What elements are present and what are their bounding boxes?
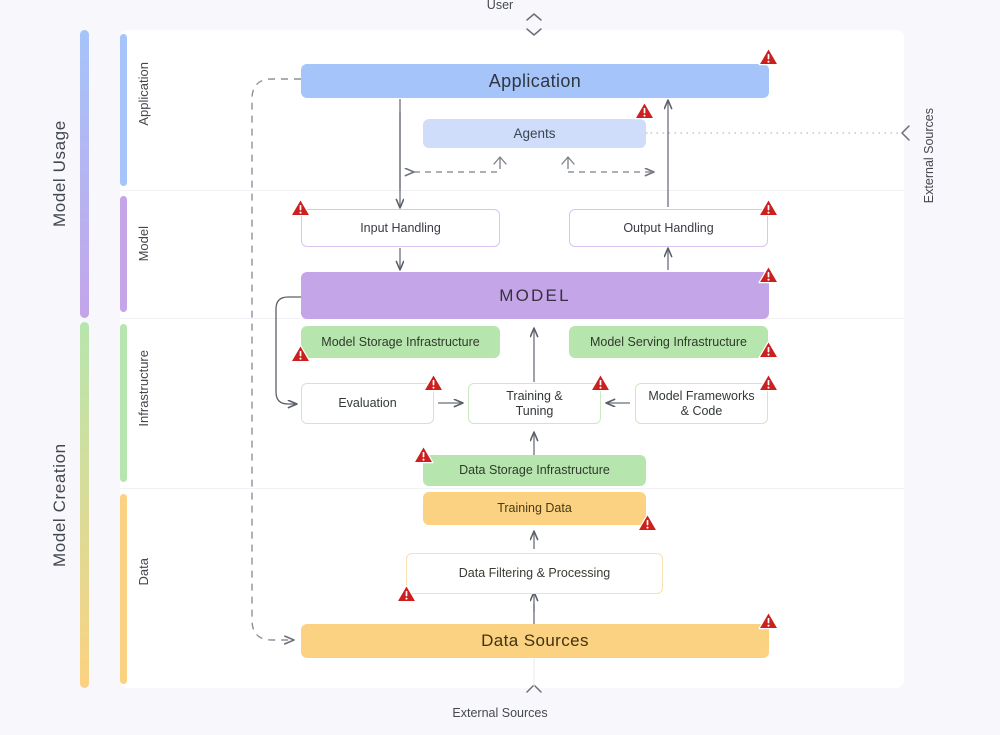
lane-label-application: Application: [136, 62, 151, 126]
warning-triangle-icon[interactable]: [290, 198, 311, 217]
node-data-filtering-and-processing[interactable]: Data Filtering & Processing: [406, 553, 663, 594]
lane-bar-model: [120, 196, 127, 312]
group-bar-model-usage: [80, 30, 89, 318]
warning-triangle-icon[interactable]: [758, 265, 779, 284]
node-training-and-tuning-line2: Tuning: [515, 403, 554, 418]
endpoint-label-external-sources-bottom: External Sources: [452, 706, 548, 720]
endpoint-label-external-sources-right: External Sources: [922, 108, 936, 204]
node-data-storage-infrastructure[interactable]: Data Storage Infrastructure: [423, 455, 646, 486]
group-label-model-creation: Model Creation: [50, 443, 69, 567]
warning-triangle-icon[interactable]: [758, 373, 779, 392]
node-model-frameworks-line2: & Code: [680, 403, 723, 418]
node-agents[interactable]: Agents: [423, 119, 646, 148]
node-model-frameworks-line1: Model Frameworks: [648, 389, 755, 404]
lane-bar-data: [120, 494, 127, 684]
node-evaluation[interactable]: Evaluation: [301, 383, 434, 424]
warning-triangle-icon[interactable]: [590, 373, 611, 392]
group-bar-model-creation: [80, 322, 89, 688]
node-training-and-tuning[interactable]: Training & Tuning: [468, 383, 601, 424]
row-separator-application-model: [120, 190, 904, 191]
node-training-data[interactable]: Training Data: [423, 492, 646, 525]
lane-bar-infrastructure: [120, 324, 127, 482]
warning-triangle-icon[interactable]: [423, 373, 444, 392]
node-model-frameworks-and-code[interactable]: Model Frameworks & Code: [635, 383, 768, 424]
node-application[interactable]: Application: [301, 64, 769, 98]
warning-triangle-icon[interactable]: [413, 445, 434, 464]
group-label-model-usage: Model Usage: [50, 120, 69, 228]
lane-bar-application: [120, 34, 127, 186]
warning-triangle-icon[interactable]: [758, 611, 779, 630]
node-model-storage-infrastructure[interactable]: Model Storage Infrastructure: [301, 326, 500, 358]
node-output-handling[interactable]: Output Handling: [569, 209, 768, 247]
warning-triangle-icon[interactable]: [758, 47, 779, 66]
endpoint-label-user: User: [486, 0, 514, 12]
lane-label-infrastructure: Infrastructure: [136, 350, 151, 427]
warning-triangle-icon[interactable]: [637, 513, 658, 532]
warning-triangle-icon[interactable]: [758, 198, 779, 217]
warning-triangle-icon[interactable]: [758, 340, 779, 359]
node-input-handling[interactable]: Input Handling: [301, 209, 500, 247]
warning-triangle-icon[interactable]: [290, 344, 311, 363]
node-training-and-tuning-line1: Training &: [506, 389, 563, 404]
lane-label-data: Data: [136, 558, 151, 586]
lane-label-model: Model: [136, 226, 151, 262]
warning-triangle-icon[interactable]: [396, 584, 417, 603]
warning-triangle-icon[interactable]: [634, 101, 655, 120]
node-model-serving-infrastructure[interactable]: Model Serving Infrastructure: [569, 326, 768, 358]
node-data-sources[interactable]: Data Sources: [301, 624, 769, 658]
node-model[interactable]: MODEL: [301, 272, 769, 319]
row-separator-infrastructure-data: [120, 488, 904, 489]
